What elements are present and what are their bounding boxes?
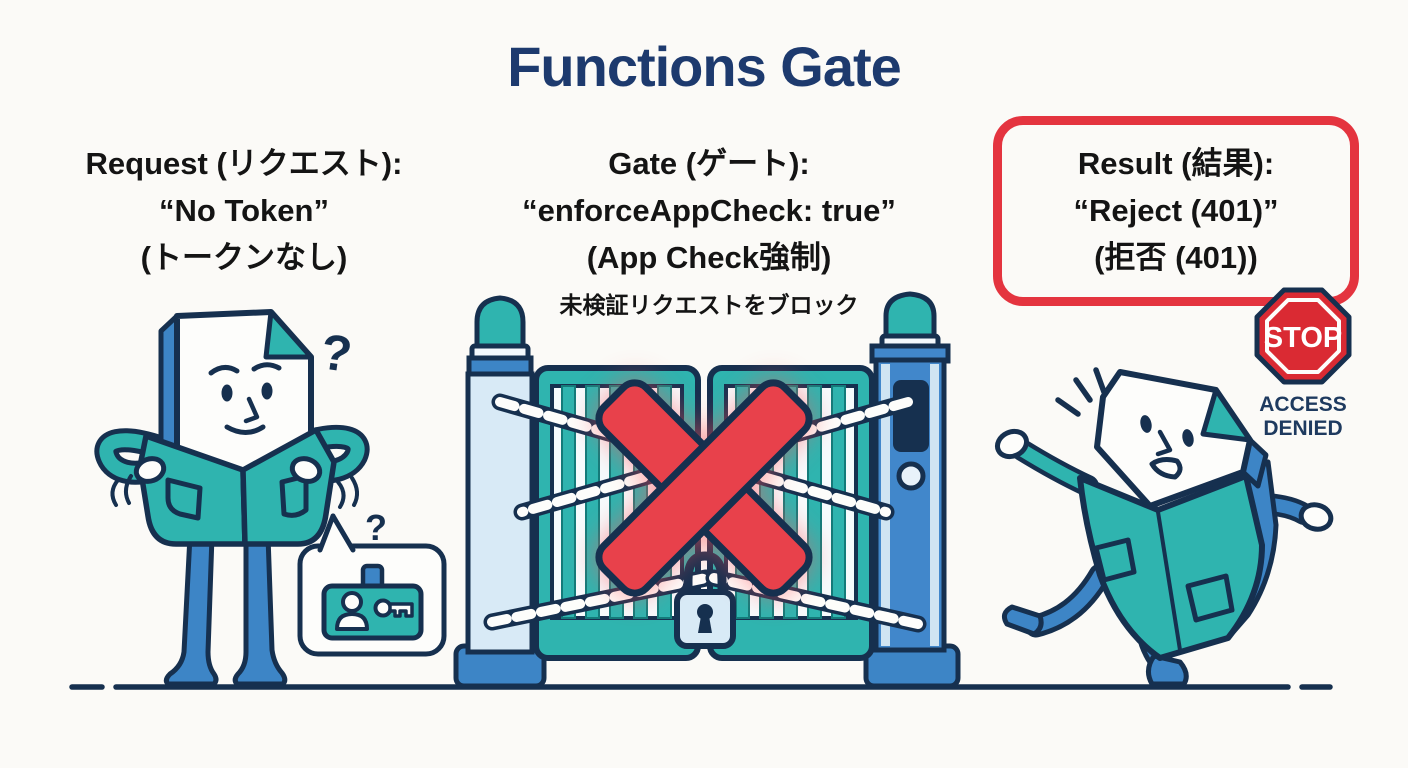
- red-x-icon: [594, 378, 814, 598]
- access-denied-line-2: DENIED: [1263, 416, 1343, 440]
- left-pillar: [453, 295, 547, 689]
- left-glove: [994, 428, 1030, 460]
- vest-right: [240, 427, 337, 547]
- result-box: Result (結果): “Reject (401)” (拒否 (401)): [993, 116, 1359, 306]
- arms: [94, 424, 370, 485]
- paper-edge: [158, 313, 180, 455]
- id-badge-icon: [321, 563, 424, 641]
- pillar-button: [896, 461, 926, 491]
- diagram-title: Functions Gate: [507, 35, 902, 98]
- worried-face: [1140, 415, 1194, 480]
- access-denied-line-1: ACCESS: [1259, 393, 1347, 416]
- keypad-panel: [893, 380, 929, 452]
- vest-seam: [241, 469, 247, 545]
- request-line-3: (トークンなし): [140, 240, 348, 275]
- surprise-dashes: [1055, 367, 1107, 417]
- person-icon: [335, 591, 369, 631]
- padlock-icon: [674, 551, 736, 649]
- result-line-3: (拒否 (401)): [1094, 240, 1258, 275]
- back-foot: [1001, 604, 1044, 637]
- right-pillar: [863, 291, 961, 689]
- request-document-character: ?: [94, 309, 370, 687]
- stop-sign-label: STOP: [1264, 322, 1342, 354]
- vest-seam: [1156, 511, 1182, 651]
- vest-pocket-left: [1093, 537, 1137, 583]
- request-line-2: “No Token”: [159, 193, 329, 228]
- chains: [483, 393, 927, 633]
- right-glove: [1298, 502, 1334, 532]
- access-denied-caption: ACCESS DENIED: [1243, 393, 1363, 440]
- key-icon: [373, 598, 414, 618]
- left-hand: [133, 456, 167, 484]
- body-edge: [1225, 459, 1279, 641]
- paper-edge: [1240, 437, 1269, 489]
- legs: [1024, 563, 1176, 678]
- paper-head: [1094, 369, 1253, 509]
- vest-pocket-right: [279, 473, 309, 518]
- vest: [1077, 473, 1265, 661]
- motion-arcs: [110, 474, 359, 509]
- vest-pocket-right: [1185, 573, 1235, 623]
- gate-subtitle: 未検証リクエストをブロック: [559, 292, 859, 318]
- gate: [453, 291, 961, 689]
- left-leg: [163, 533, 219, 687]
- right-hand: [289, 456, 323, 484]
- folded-corner: [263, 309, 314, 360]
- gate-door-right: [707, 365, 875, 661]
- vest-pocket-left: [165, 477, 203, 521]
- vest-left: [137, 433, 248, 547]
- front-foot: [1146, 653, 1189, 687]
- result-line-2: “Reject (401)”: [1073, 193, 1279, 228]
- question-mark-icon: ?: [317, 323, 355, 383]
- gate-door-left: [533, 365, 701, 661]
- paper-head: [174, 309, 314, 485]
- gate-line-3: (App Check強制): [586, 240, 832, 275]
- result-line-1: Result (結果):: [1077, 146, 1275, 181]
- gate-line-2: “enforceAppCheck: true”: [522, 193, 896, 228]
- request-line-1: Request (リクエスト):: [85, 146, 403, 181]
- speech-bubble: ?: [297, 507, 447, 657]
- gate-line-1: Gate (ゲート):: [608, 146, 810, 181]
- worried-face: [208, 362, 282, 435]
- request-label: Request (リクエスト): “No Token” (トークンなし): [28, 140, 460, 281]
- gate-label: Gate (ゲート): “enforceAppCheck: true” (App…: [474, 140, 944, 281]
- arms: [1011, 439, 1315, 525]
- question-mark-icon: ?: [365, 507, 387, 548]
- right-leg: [232, 533, 288, 687]
